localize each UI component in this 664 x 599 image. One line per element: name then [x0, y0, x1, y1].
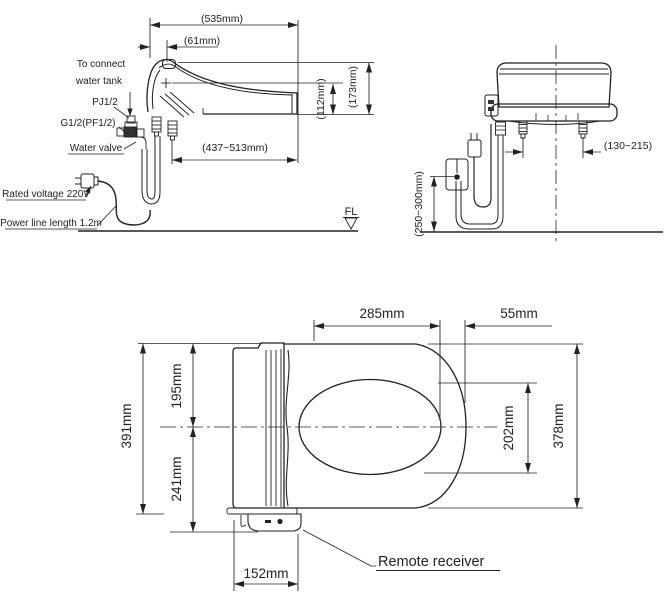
- rear-dimension-lines: [430, 137, 601, 232]
- top-view: [136, 320, 583, 591]
- dim-overall-length: (535mm): [201, 13, 243, 25]
- dim-bolt-to-rear: 55mm: [500, 306, 538, 321]
- dim-opening-length: 202mm: [501, 405, 516, 450]
- dim-front-half: 195mm: [169, 363, 184, 408]
- top-dimension-lines: [136, 320, 583, 591]
- rear-view: [420, 45, 663, 245]
- pivot-cross-icon: [161, 78, 171, 88]
- water-hose: [141, 136, 161, 205]
- side-leaders: [5, 92, 137, 230]
- floor-level-symbol: [343, 217, 359, 230]
- rear-hose: [455, 121, 506, 230]
- dim-mounting-range: (437~513mm): [202, 142, 268, 154]
- dim-front-offset: (61mm): [184, 35, 220, 47]
- remote-receiver-pod: [247, 513, 302, 532]
- wall-supply-point: [445, 158, 469, 191]
- seat-side-profile: [146, 58, 298, 141]
- label-g-thread: G1/2(PF1/2): [60, 118, 115, 129]
- label-power-line: Power line length 1.2m: [0, 218, 102, 229]
- dim-rear-half: 241mm: [169, 456, 184, 501]
- dim-front-to-bolt: 285mm: [359, 306, 404, 321]
- rear-unit-body: [484, 62, 618, 125]
- remote-receiver-leader: [302, 529, 500, 571]
- label-pj: PJ1/2: [92, 97, 118, 108]
- side-dimension-lines: [138, 18, 374, 164]
- mounting-bolts: [518, 120, 588, 139]
- rear-power-plug: [467, 124, 492, 208]
- dim-seat-length: 378mm: [551, 403, 566, 448]
- power-plug: [75, 173, 99, 189]
- label-to-connect-line2: water tank: [75, 76, 123, 87]
- label-rated-voltage: Rated voltage 220V: [2, 189, 90, 200]
- water-valve-assembly: [116, 115, 147, 149]
- label-remote-receiver: Remote receiver: [378, 554, 485, 570]
- label-to-connect-line1: To connect: [77, 59, 126, 70]
- dim-bolt-spacing: (130~215): [604, 140, 652, 152]
- dim-overall-height: (173mm): [347, 66, 359, 108]
- label-floor-level: FL: [345, 206, 358, 218]
- label-water-valve: Water valve: [70, 143, 123, 154]
- power-cord: [97, 180, 151, 226]
- tank-top-outline: [226, 342, 298, 527]
- hose-connectors: [151, 116, 178, 141]
- dim-tank-width: 152mm: [243, 566, 288, 581]
- dim-supply-height: (250~300mm): [413, 171, 425, 237]
- dim-overall-width: 391mm: [119, 403, 134, 448]
- nozzle-lines: [159, 91, 204, 118]
- dim-pivot-height: (112mm): [315, 78, 327, 119]
- seat-top-outline: [284, 343, 467, 509]
- side-view: [5, 18, 374, 232]
